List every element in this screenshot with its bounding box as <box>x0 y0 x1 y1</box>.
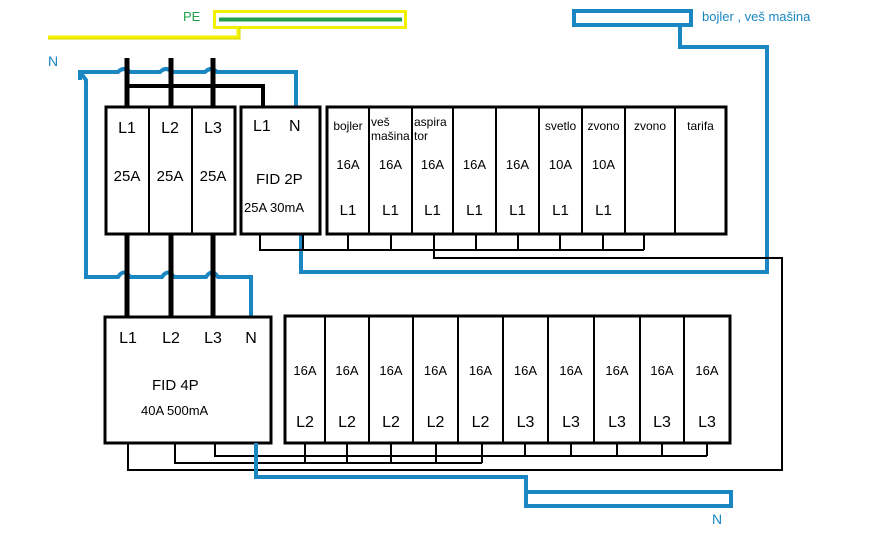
bottom-breaker-phase: L2 <box>427 414 445 431</box>
fid2p-out-bus <box>259 234 644 251</box>
fid-4p-body <box>103 315 273 445</box>
top-breaker-rating: 16A <box>379 157 402 172</box>
fid-4p: L1 L2 L3 N FID 4P 40A 500mA <box>103 315 273 445</box>
bottom-breaker-row-frame <box>283 314 732 445</box>
top-breaker-rating: 16A <box>336 157 359 172</box>
main-breaker-rating: 25A <box>200 168 227 185</box>
top-breaker-rating: 10A <box>592 157 615 172</box>
neutral-bottom-label: N <box>712 511 722 527</box>
bottom-breaker-rating: 16A <box>293 363 316 378</box>
neutral-top-label: N <box>48 53 58 69</box>
bottom-breaker-phase: L2 <box>338 414 356 431</box>
top-breaker-rating: 10A <box>549 157 572 172</box>
bojler-neutral-wire <box>299 25 769 274</box>
bottom-breaker-rating: 16A <box>695 363 718 378</box>
top-breaker-row-frame <box>325 105 728 236</box>
pe-wire-shadow <box>48 26 241 40</box>
pe-bus: PE <box>48 9 407 40</box>
bottom-busbar <box>127 443 708 470</box>
main-breaker-phase: L1 <box>118 120 136 137</box>
bottom-breaker-phase: L2 <box>296 414 314 431</box>
bottom-breaker-phase: L3 <box>698 414 716 431</box>
top-breaker-rating: 16A <box>506 157 529 172</box>
neutral-bottom-bar <box>524 490 733 508</box>
main-breaker-phase: L3 <box>204 120 222 137</box>
bottom-bus-l2 <box>174 443 482 464</box>
top-breaker-phase: L1 <box>595 202 612 219</box>
neutral-bottom-wire <box>254 443 528 493</box>
pe-label: PE <box>183 9 201 24</box>
neutral-bottom: N <box>254 443 733 527</box>
bojler-bus: bojler , veš mašina <box>299 9 811 274</box>
fid-2p-rating: 25A 30mA <box>244 200 304 215</box>
top-breaker-phase: L1 <box>340 202 357 219</box>
bottom-breaker-rating: 16A <box>424 363 447 378</box>
top-breaker-phase: L1 <box>382 202 399 219</box>
fid-2p-terminal-n: N <box>289 118 301 135</box>
bottom-breaker-phase: L2 <box>382 414 400 431</box>
top-breaker-rating: 16A <box>421 157 444 172</box>
phase-wiring-middle <box>124 234 216 316</box>
main-breakers: L1 25A L2 25A L3 25A <box>104 105 237 236</box>
top-breaker-name: veš <box>371 115 390 129</box>
top-breaker-name: tor <box>414 129 428 143</box>
fid-4p-rating: 40A 500mA <box>141 403 209 418</box>
fid-4p-terminal: L3 <box>204 330 222 347</box>
fid-2p: L1 N FID 2P 25A 30mA <box>239 105 322 236</box>
bottom-breaker-phase: L2 <box>472 414 490 431</box>
pe-wire <box>48 26 240 39</box>
phase-bridge-l1-fid2p <box>127 84 265 107</box>
phase-wiring-top <box>124 58 265 107</box>
bottom-breaker-rating: 16A <box>650 363 673 378</box>
fid-4p-title: FID 4P <box>152 377 199 394</box>
bottom-breaker-rating: 16A <box>514 363 537 378</box>
top-breaker-rating: 16A <box>463 157 486 172</box>
bojler-bus-label: bojler , veš mašina <box>702 9 811 24</box>
bottom-breaker-phase: L3 <box>608 414 626 431</box>
bottom-bus-l3 <box>214 443 707 457</box>
fid-2p-title: FID 2P <box>256 171 303 188</box>
top-breaker-phase: L1 <box>424 202 441 219</box>
bottom-breaker-phase: L3 <box>562 414 580 431</box>
top-breaker-phase: L1 <box>552 202 569 219</box>
bottom-breaker-phase: L3 <box>517 414 535 431</box>
top-breaker-name: tarifa <box>687 119 714 133</box>
top-breaker-name: aspira <box>414 115 447 129</box>
bottom-breaker-rating: 16A <box>335 363 358 378</box>
bottom-breaker-rating: 16A <box>559 363 582 378</box>
top-breaker-name: bojler <box>333 119 362 133</box>
main-breaker-rating: 25A <box>157 168 184 185</box>
fid-4p-terminal: L1 <box>119 330 137 347</box>
bottom-breaker-phase: L3 <box>653 414 671 431</box>
top-breaker-phase: L1 <box>509 202 526 219</box>
top-breaker-phase: L1 <box>466 202 483 219</box>
top-breaker-name: zvono <box>634 119 666 133</box>
bottom-breaker-row: 16A L2 16A L2 16A L2 16A L2 16A L2 16A L3 16A L3 16A L3… <box>283 314 732 445</box>
bottom-breaker-rating: 16A <box>605 363 628 378</box>
main-breaker-block <box>104 105 237 236</box>
fid-2p-body <box>239 105 322 236</box>
fid-4p-terminal: L2 <box>162 330 180 347</box>
main-breaker-phase: L2 <box>161 120 179 137</box>
top-breaker-name: svetlo <box>545 119 577 133</box>
top-breaker-name: zvono <box>587 119 619 133</box>
bottom-breaker-rating: 16A <box>469 363 492 378</box>
bottom-breaker-rating: 16A <box>379 363 402 378</box>
top-breaker-name: mašina <box>371 129 410 143</box>
fid-4p-terminal: N <box>245 330 257 347</box>
main-breaker-rating: 25A <box>114 168 141 185</box>
fid-2p-terminal-l1: L1 <box>253 118 271 135</box>
bojler-bus-bar <box>572 9 693 27</box>
